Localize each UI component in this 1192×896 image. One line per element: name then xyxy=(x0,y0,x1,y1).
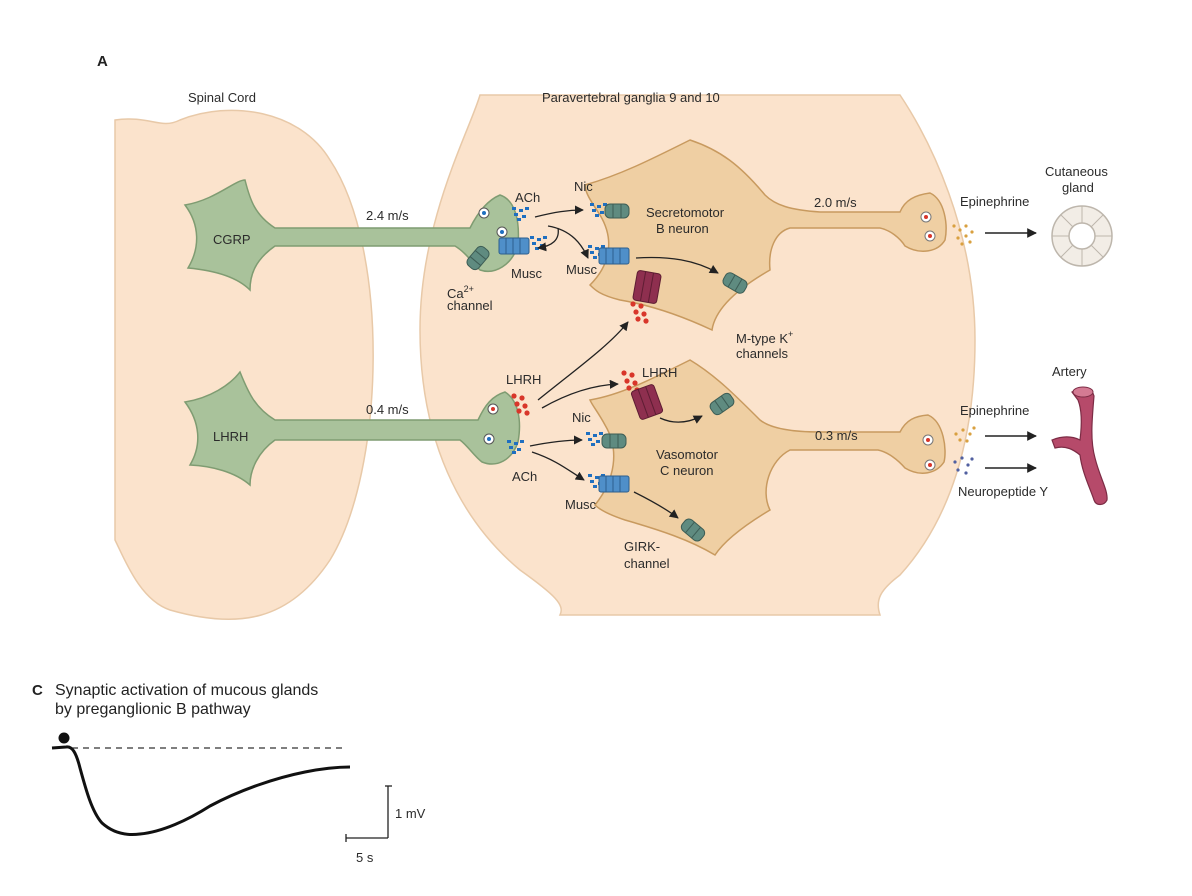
lhrh-receptor-secretomotor xyxy=(632,269,662,305)
arrow-lhrh-receptor-to-mtype xyxy=(659,415,703,424)
vasomotor-name-1: Vasomotor xyxy=(656,447,719,462)
artery-label: Artery xyxy=(1052,364,1087,379)
presynaptic-muscarinic-receptor xyxy=(498,237,530,255)
vasomotor-name-2: C neuron xyxy=(660,463,713,478)
girk-label-2: channel xyxy=(624,556,670,571)
muscarinic-receptor-vasomotor xyxy=(598,475,630,493)
secretomotor-name-1: Secretomotor xyxy=(646,205,725,220)
cgrp-velocity: 2.4 m/s xyxy=(366,208,409,223)
musc-presyn-label: Musc xyxy=(511,266,543,281)
girk-label-1: GIRK- xyxy=(624,539,660,554)
ganglia-label: Paravertebral ganglia 9 and 10 xyxy=(542,90,720,105)
neuropeptide-y-dots xyxy=(953,456,974,475)
nic-label-secretomotor: Nic xyxy=(574,179,593,194)
arrow-ach-to-musc-bottom xyxy=(531,451,585,481)
stimulus-marker xyxy=(58,732,70,744)
arrow-ach-to-nic-bottom xyxy=(529,435,583,447)
cgrp-label: CGRP xyxy=(213,232,251,247)
panel-c-title-1: Synaptic activation of mucous glands xyxy=(55,682,318,699)
mtype-label: M-type K+ xyxy=(736,329,793,346)
spinal-cord-label: Spinal Cord xyxy=(188,90,256,105)
vasomotor-c-neuron xyxy=(588,359,946,557)
secretomotor-name-2: B neuron xyxy=(656,221,709,236)
gland-label-1: Cutaneous xyxy=(1045,164,1108,179)
secretomotor-b-neuron xyxy=(584,139,947,332)
panel-c-title-2: by preganglionic B pathway xyxy=(55,701,251,718)
secretomotor-velocity: 2.0 m/s xyxy=(814,195,857,210)
artery xyxy=(1051,386,1108,506)
musc-label-vasomotor: Musc xyxy=(565,497,597,512)
vasomotor-velocity: 0.3 m/s xyxy=(815,428,858,443)
gland-label-2: gland xyxy=(1062,180,1094,195)
arrow-musc-to-girk xyxy=(633,491,679,519)
epinephrine-dots-top xyxy=(952,224,974,246)
mtype-label-2: channels xyxy=(736,346,789,361)
nicotinic-receptor-vasomotor xyxy=(601,433,627,449)
epinephrine-dots-bottom xyxy=(954,426,976,443)
cgrp-preganglionic-neuron xyxy=(183,179,520,292)
arrow-ach-to-presyn-musc xyxy=(537,227,559,252)
nic-label-vasomotor: Nic xyxy=(572,410,591,425)
ca-channel-label-2: channel xyxy=(447,298,493,313)
muscarinic-receptor-secretomotor xyxy=(598,247,630,265)
lhrh-release-label: LHRH xyxy=(506,372,541,387)
lhrh-terminal-vesicles xyxy=(483,403,499,445)
lhrh-velocity: 0.4 m/s xyxy=(366,402,409,417)
arrow-lhrh-to-vasomotor xyxy=(541,379,619,409)
lhrh-label-vasomotor: LHRH xyxy=(642,365,677,380)
neuropeptide-y-label: Neuropeptide Y xyxy=(958,484,1048,499)
epsp-trace xyxy=(51,745,351,836)
lhrh-preganglionic-neuron xyxy=(183,370,521,487)
ach-label-bottom: ACh xyxy=(512,469,537,484)
scale-bar xyxy=(345,785,392,842)
epinephrine-label-bottom: Epinephrine xyxy=(960,403,1029,418)
nicotinic-receptor-secretomotor xyxy=(604,203,630,219)
ach-label-top: ACh xyxy=(515,190,540,205)
scale-voltage: 1 mV xyxy=(395,806,426,821)
arrow-musc-to-mtype xyxy=(635,256,719,274)
cgrp-terminal-vesicles xyxy=(478,207,508,238)
lhrh-neuron-label: LHRH xyxy=(213,429,248,444)
panel-a-letter: A xyxy=(97,53,108,70)
epinephrine-label-top: Epinephrine xyxy=(960,194,1029,209)
ca-channel-label: Ca2+ xyxy=(447,284,474,301)
musc-label-secretomotor: Musc xyxy=(566,262,598,277)
arrow-lhrh-to-secretomotor xyxy=(537,321,629,401)
cutaneous-gland xyxy=(1051,205,1113,267)
arrow-ach-to-nic-top xyxy=(534,205,584,218)
arrow-ach-to-musc-top xyxy=(547,225,589,259)
scale-time: 5 s xyxy=(356,850,374,865)
panel-c-letter: C xyxy=(32,682,43,699)
